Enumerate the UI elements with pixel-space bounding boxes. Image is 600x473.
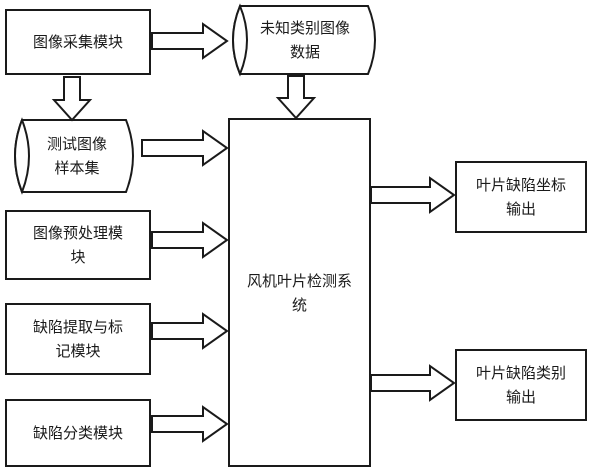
cylinder-test-samples — [14, 117, 134, 195]
box-defect-extract: 缺陷提取与标 记模块 — [5, 303, 151, 375]
box-image-acquisition: 图像采集模块 — [5, 9, 151, 75]
label-image-acquisition: 图像采集模块 — [32, 33, 123, 51]
label-defect-extract-line2: 记模块 — [55, 342, 101, 360]
label-preprocessing-line1: 图像预处理模 — [32, 224, 123, 242]
label-test-samples-line1: 测试图像 — [46, 135, 107, 153]
arrow-system-to-coord — [370, 176, 456, 214]
cylinder-unknown-data — [232, 3, 376, 77]
label-test-samples-line2: 样本集 — [54, 159, 100, 177]
label-coord-output-line2: 输出 — [505, 200, 536, 218]
label-preprocessing-line2: 块 — [70, 248, 86, 266]
box-defect-classify: 缺陷分类模块 — [5, 399, 151, 467]
label-main-system-line1: 风机叶片检测系 — [246, 271, 352, 290]
label-unknown-data-line2: 数据 — [289, 43, 320, 61]
box-coord-output: 叶片缺陷坐标 输出 — [455, 161, 587, 233]
label-coord-output-line1: 叶片缺陷坐标 — [475, 176, 566, 194]
arrow-samples-to-system — [141, 129, 229, 167]
arrow-unknown-to-system — [275, 75, 317, 120]
label-class-output-line2: 输出 — [505, 388, 536, 406]
arrow-system-to-class — [370, 364, 456, 402]
box-preprocessing: 图像预处理模 块 — [5, 210, 151, 280]
label-unknown-data-line1: 未知类别图像 — [259, 19, 350, 37]
arrow-acq-to-samples — [51, 76, 93, 122]
arrow-extract-to-system — [151, 312, 229, 350]
label-main-system-line2: 统 — [291, 295, 307, 314]
arrow-acq-to-unknown — [151, 22, 229, 60]
label-defect-extract-line1: 缺陷提取与标 — [32, 318, 123, 336]
arrow-preproc-to-system — [151, 221, 229, 259]
label-defect-classify: 缺陷分类模块 — [32, 424, 123, 442]
label-class-output-line1: 叶片缺陷类别 — [475, 364, 566, 382]
arrow-classify-to-system — [151, 405, 229, 443]
label-unknown-data: 未知类别图像 数据 — [240, 8, 370, 72]
box-class-output: 叶片缺陷类别 输出 — [455, 349, 587, 421]
box-main-system: 风机叶片检测系 统 — [228, 118, 371, 467]
label-test-samples: 测试图像 样本集 — [24, 122, 130, 190]
